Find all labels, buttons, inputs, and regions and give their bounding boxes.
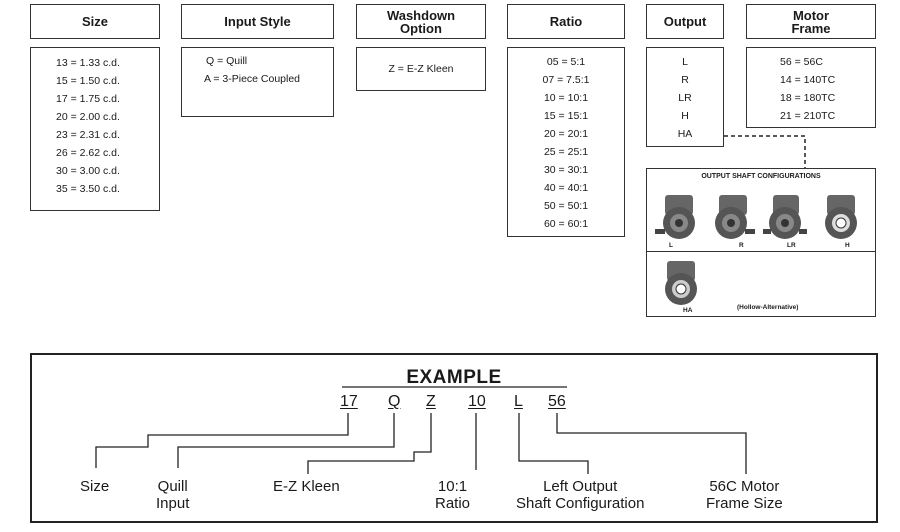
config-label-ha: HA (683, 307, 693, 314)
motor-frame-header: Motor Frame (746, 4, 876, 39)
example-label-washdown: E-Z Kleen (273, 478, 340, 495)
example-panel: EXAMPLE (30, 353, 878, 523)
ratio-option: 60 = 60:1 (543, 218, 589, 230)
example-code-ratio: 10 (468, 393, 486, 410)
output-option: H (681, 110, 689, 122)
size-option: 20 = 2.00 c.d. (56, 111, 120, 123)
size-option: 13 = 1.33 c.d. (56, 57, 120, 69)
motor-frame-header-line1: Motor (792, 7, 830, 23)
output-option: HA (677, 128, 693, 140)
example-code-washdown: Z (426, 393, 436, 410)
motor-frame-option: 56 = 56C (780, 56, 823, 68)
example-label-ratio-line1: 10:1 (437, 478, 468, 495)
example-code-input: Q (388, 393, 401, 410)
ratio-option: 40 = 40:1 (543, 182, 589, 194)
size-option: 26 = 2.62 c.d. (56, 147, 120, 159)
ratio-option: 30 = 30:1 (543, 164, 589, 176)
gearbox-lr-image (763, 195, 807, 239)
ratio-option: 07 = 7.5:1 (542, 74, 590, 86)
config-divider (647, 251, 875, 252)
example-label-output: Left Output Shaft Configuration (516, 478, 644, 512)
input-style-header: Input Style (181, 4, 334, 39)
ratio-option: 20 = 20:1 (543, 128, 589, 140)
motor-frame-option: 21 = 210TC (780, 110, 836, 122)
example-code-output: L (514, 393, 523, 410)
size-header-label: Size (81, 14, 108, 29)
gearbox-h-image (825, 195, 857, 239)
input-style-option: A = 3-Piece Coupled (204, 73, 301, 85)
example-label-output-line1: Left Output (543, 478, 618, 495)
size-option: 35 = 3.50 c.d. (56, 183, 120, 195)
input-style-option: Q = Quill (206, 55, 248, 67)
washdown-header-line2: Option (400, 20, 442, 36)
example-label-motor: 56C Motor Frame Size (706, 478, 783, 512)
config-label-l: L (669, 242, 673, 249)
output-option: LR (678, 92, 692, 104)
output-options: L R LR H HA (646, 47, 724, 147)
ratio-header: Ratio (507, 4, 625, 39)
example-label-output-line2: Shaft Configuration (516, 495, 645, 512)
example-label-input-line2: Input (156, 495, 190, 512)
washdown-options: Z = E-Z Kleen (356, 47, 486, 91)
size-header: Size (30, 4, 160, 39)
size-option: 30 = 3.00 c.d. (56, 165, 120, 177)
example-label-size-text: Size (80, 478, 110, 495)
example-label-ratio: 10:1 Ratio (435, 478, 470, 512)
example-label-ratio-line2: Ratio (435, 495, 471, 512)
washdown-option: Z = E-Z Kleen (388, 63, 454, 75)
output-shaft-config-panel: OUTPUT SHAFT CONFIGURATIONS L R LR H HA … (646, 168, 876, 317)
ratio-option: 15 = 15:1 (543, 110, 589, 122)
config-label-r: R (739, 242, 744, 249)
washdown-header: Washdown Option (356, 4, 486, 39)
example-label-washdown-text: E-Z Kleen (273, 478, 340, 495)
washdown-header-line1: Washdown (386, 7, 456, 23)
input-style-options: Q = Quill A = 3-Piece Coupled (181, 47, 334, 117)
example-label-input-line1: Quill (157, 478, 188, 495)
ratio-option: 05 = 5:1 (546, 56, 586, 68)
config-panel-title: OUTPUT SHAFT CONFIGURATIONS (701, 173, 821, 180)
output-header: Output (646, 4, 724, 39)
config-label-ha-note: (Hollow-Alternative) (737, 304, 799, 311)
size-option: 23 = 2.31 c.d. (56, 129, 120, 141)
ratio-option: 10 = 10:1 (543, 92, 589, 104)
input-style-header-label: Input Style (224, 14, 291, 29)
output-header-label: Output (663, 14, 707, 29)
gearbox-ha-image (665, 261, 697, 305)
ratio-options: 05 = 5:1 07 = 7.5:1 10 = 10:1 15 = 15:1 … (507, 47, 625, 237)
motor-frame-options: 56 = 56C 14 = 140TC 18 = 180TC 21 = 210T… (746, 47, 876, 128)
ratio-option: 50 = 50:1 (543, 200, 589, 212)
motor-frame-option: 14 = 140TC (780, 74, 836, 86)
example-label-input: Quill Input (156, 478, 189, 512)
ratio-option: 25 = 25:1 (543, 146, 589, 158)
example-label-motor-line2: Frame Size (706, 495, 783, 512)
motor-frame-header-line2: Frame (791, 20, 831, 36)
config-label-h: H (845, 242, 850, 249)
output-option: L (682, 56, 688, 68)
size-option: 17 = 1.75 c.d. (56, 93, 120, 105)
example-code-motor: 56 (548, 393, 566, 410)
example-title: EXAMPLE (406, 367, 502, 388)
size-option: 15 = 1.50 c.d. (56, 75, 120, 87)
gearbox-r-image (715, 195, 755, 239)
size-options: 13 = 1.33 c.d. 15 = 1.50 c.d. 17 = 1.75 … (30, 47, 160, 211)
example-label-motor-line1: 56C Motor (709, 478, 780, 495)
config-label-lr: LR (787, 242, 796, 249)
output-option: R (681, 74, 689, 86)
example-label-size: Size (80, 478, 109, 495)
gearbox-l-image (655, 195, 695, 239)
ratio-header-label: Ratio (549, 14, 583, 29)
motor-frame-option: 18 = 180TC (780, 92, 836, 104)
example-code-size: 17 (340, 393, 358, 410)
